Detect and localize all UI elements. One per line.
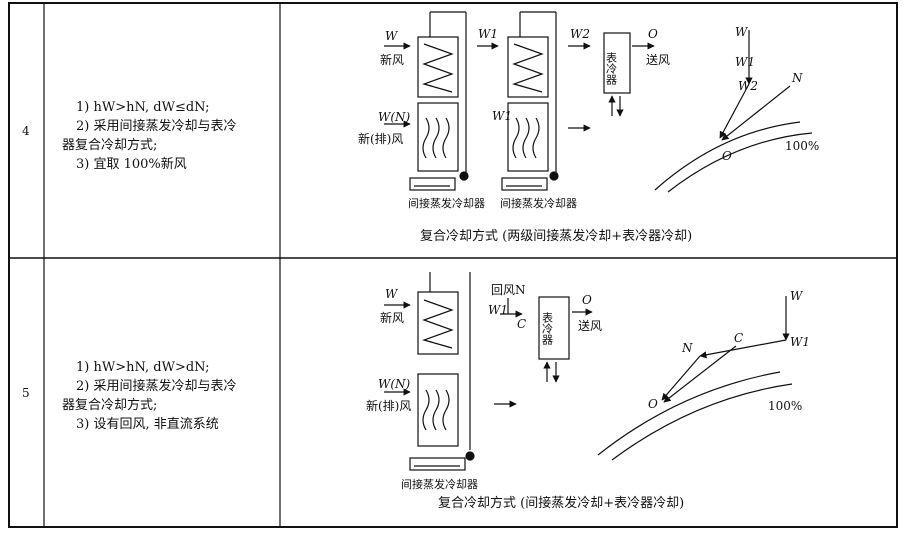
condition-line: 3) 设有回风, 非直流系统 bbox=[76, 417, 219, 432]
wet-channel-5 bbox=[417, 373, 459, 447]
diagram-label: O bbox=[648, 27, 658, 41]
diagram-label: 间接蒸发冷却器 bbox=[500, 196, 577, 210]
comparison-table bbox=[8, 2, 898, 528]
condition-line: 2) 采用间接蒸发冷却与表冷 bbox=[76, 119, 237, 134]
chart-label: N bbox=[681, 341, 693, 355]
diagram-label: 表冷器 bbox=[605, 51, 618, 86]
coil-zigzag bbox=[422, 43, 454, 93]
chart-label: W2 bbox=[738, 79, 758, 93]
row5-labels: W 新风 W(N) 新(排)风 回风N W1 C 表冷器 O 送风 间接蒸发冷却… bbox=[366, 283, 810, 511]
diagram-caption: 复合冷却方式 (两级间接蒸发冷却+表冷器冷却) bbox=[420, 228, 692, 244]
condition-line: 2) 采用间接蒸发冷却与表冷 bbox=[76, 379, 237, 394]
diagram-label: 新(排)风 bbox=[366, 398, 411, 413]
condition-line: 器复合冷却方式; bbox=[62, 138, 158, 153]
diagram-label: 间接蒸发冷却器 bbox=[408, 196, 485, 210]
diagram-label: 表冷器 bbox=[541, 311, 554, 346]
row-number: 5 bbox=[22, 386, 30, 400]
diagram-label: W(N) bbox=[378, 110, 411, 124]
diagram-label: 新风 bbox=[380, 310, 404, 325]
diagram-label: W1 bbox=[492, 109, 512, 123]
row4-labels: W 新风 W(N) 新(排)风 W1 W1 W2 表冷器 O 送风 间接蒸发冷却… bbox=[358, 25, 819, 244]
diagram-row5 bbox=[384, 272, 793, 471]
diagram-label: 新(排)风 bbox=[358, 131, 403, 146]
condition-line: 器复合冷却方式; bbox=[62, 398, 158, 413]
diagram-label: C bbox=[517, 317, 526, 331]
saturation-curve-4 bbox=[654, 121, 801, 191]
diagram-label: W1 bbox=[478, 27, 498, 41]
saturation-curve-5 bbox=[597, 371, 781, 456]
chart-label: 100% bbox=[785, 139, 819, 153]
diagram-label: W bbox=[385, 29, 399, 43]
surface-cooler-4 bbox=[603, 32, 631, 94]
water-tank-5 bbox=[409, 457, 466, 471]
diagram-caption: 复合冷却方式 (间接蒸发冷却+表冷器冷却) bbox=[438, 495, 684, 511]
chart-label: W1 bbox=[735, 55, 755, 69]
condition-line: 3) 宜取 100%新风 bbox=[76, 157, 187, 172]
chart-label: 100% bbox=[768, 399, 802, 413]
condition-line: 1) hW>hN, dW≤dN; bbox=[76, 100, 210, 115]
conditions-text: 1) hW>hN, dW>dN; 2) 采用间接蒸发冷却与表冷 器复合冷却方式;… bbox=[62, 358, 272, 434]
diagram-label: O bbox=[582, 293, 592, 307]
chart-label: W1 bbox=[790, 335, 810, 349]
wet-channel-2 bbox=[507, 102, 549, 172]
diagram-row4 bbox=[384, 11, 813, 193]
diagram-label: W1 bbox=[488, 303, 508, 317]
diagram-label: 新风 bbox=[380, 52, 404, 67]
heat-exchanger-5 bbox=[417, 291, 459, 355]
diagram-label: 送风 bbox=[646, 52, 670, 67]
diagram-label: W2 bbox=[570, 27, 590, 41]
chart-label: W bbox=[735, 25, 749, 39]
chart-label: N bbox=[791, 71, 803, 85]
water-tank-1 bbox=[409, 177, 456, 191]
chart-label: W bbox=[790, 289, 804, 303]
condition-line: 1) hW>hN, dW>dN; bbox=[76, 360, 210, 375]
row-number: 4 bbox=[22, 124, 30, 138]
water-tank-2 bbox=[501, 177, 548, 191]
diagram-label: 间接蒸发冷却器 bbox=[401, 477, 478, 491]
diagram-label: 回风N bbox=[491, 283, 526, 297]
chart-label: O bbox=[648, 397, 658, 411]
diagram-label: W(N) bbox=[378, 377, 411, 391]
chart-label: O bbox=[722, 149, 732, 163]
diagram-label: 送风 bbox=[578, 318, 602, 333]
conditions-text: 1) hW>hN, dW≤dN; 2) 采用间接蒸发冷却与表冷 器复合冷却方式;… bbox=[62, 98, 272, 174]
heat-exchanger-1 bbox=[417, 36, 459, 98]
surface-cooler-5 bbox=[538, 296, 570, 360]
chart-label: C bbox=[734, 331, 743, 345]
wet-channel-1 bbox=[417, 102, 459, 172]
heat-exchanger-2 bbox=[507, 36, 549, 98]
diagram-label: W bbox=[385, 287, 399, 301]
